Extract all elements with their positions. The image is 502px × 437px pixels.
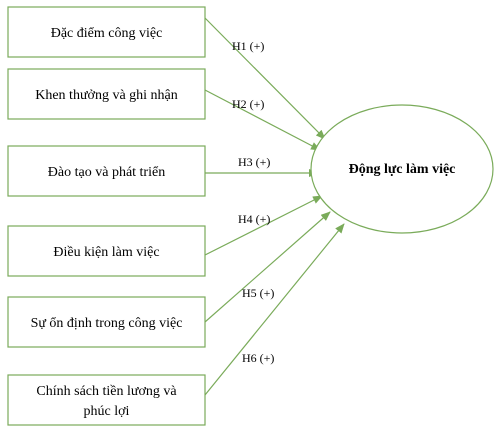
factor-label-f6-line-2: phúc lợi — [84, 404, 130, 419]
factor-box-f3 — [7, 145, 206, 197]
factor-box-f2 — [7, 68, 206, 120]
factor-label-f2: Khen thưởng và ghi nhận — [35, 88, 178, 103]
outcome-node: Động lực làm việc — [310, 104, 494, 234]
factor-label-f1: Đặc điểm công việc — [51, 26, 163, 41]
hypothesis-label-1: H1 (+) — [232, 39, 264, 53]
factor-f5: Sự ổn định trong công việc — [7, 296, 206, 348]
hypothesis-label-6: H6 (+) — [242, 351, 274, 365]
factor-f1: Đặc điểm công việc — [7, 6, 206, 58]
factor-f3: Đào tạo và phát triển — [7, 145, 206, 197]
hypothesis-arrow-5 — [204, 211, 331, 323]
hypothesis-label-2: H2 (+) — [232, 97, 264, 111]
factor-box-f4 — [7, 225, 206, 277]
factor-box-f1 — [7, 6, 206, 58]
factor-label-f4: Điều kiện làm việc — [53, 245, 159, 260]
hypothesis-label-5: H5 (+) — [242, 286, 274, 300]
hypothesis-arrow-6 — [204, 223, 345, 396]
factor-label-f6-line-1: Chính sách tiền lương và — [36, 384, 177, 399]
hypothesis-arrow-1 — [204, 17, 326, 140]
factor-f2: Khen thưởng và ghi nhận — [7, 68, 206, 120]
factor-label-f5: Sự ổn định trong công việc — [31, 316, 183, 331]
hypothesis-label-3: H3 (+) — [238, 155, 270, 169]
outcome-label: Động lực làm việc — [349, 162, 456, 177]
outcome-ellipse — [310, 104, 494, 234]
factor-f6: Chính sách tiền lương và phúc lợi — [7, 374, 206, 426]
hypothesis-label-4: H4 (+) — [238, 212, 270, 226]
hypothesis-arrows: H1 (+) H2 (+) H3 (+) H4 (+) H5 (+) H6 (+) — [204, 17, 345, 396]
factor-box-f6 — [7, 374, 206, 426]
hypothesis-arrow-4 — [204, 195, 323, 256]
factor-f4: Điều kiện làm việc — [7, 225, 206, 277]
factor-label-f3: Đào tạo và phát triển — [48, 165, 165, 180]
factor-box-f5 — [7, 296, 206, 348]
hypothesis-arrow-2 — [204, 89, 321, 151]
